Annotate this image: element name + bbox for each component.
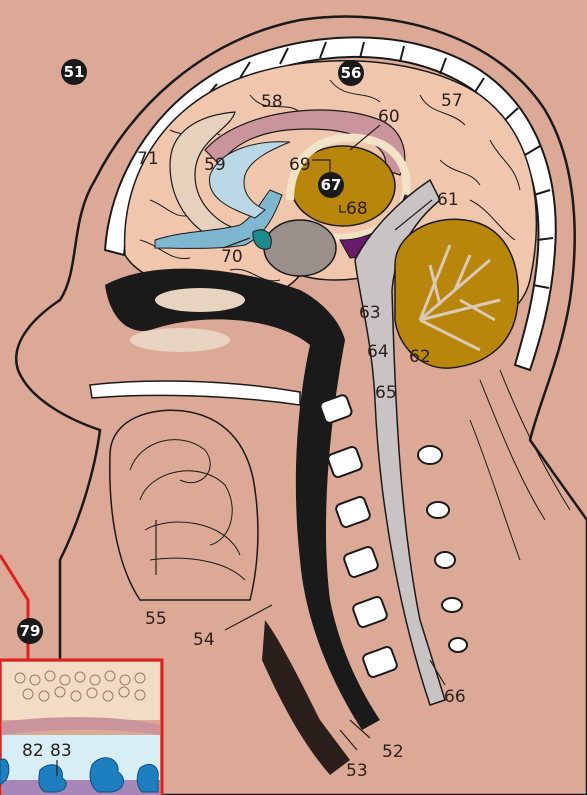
label-70: 70 <box>221 247 243 267</box>
label-55: 55 <box>145 609 167 629</box>
label-82: 82 <box>22 741 44 761</box>
tongue <box>110 410 258 600</box>
nasal-turbinate-2 <box>130 328 230 352</box>
label-57: 57 <box>441 91 463 111</box>
svg-text:67: 67 <box>321 176 342 194</box>
label-61: 61 <box>437 190 459 210</box>
label-60: 60 <box>378 107 400 127</box>
label-69: 69 <box>289 155 311 175</box>
label-59: 59 <box>204 155 226 175</box>
badge-56: 56 <box>338 60 364 86</box>
label-71: 71 <box>137 149 159 169</box>
label-53: 53 <box>346 761 368 781</box>
badge-67: 67 <box>318 172 344 198</box>
label-62: 62 <box>409 347 431 367</box>
label-68: 68 <box>346 199 368 219</box>
label-52: 52 <box>382 742 404 762</box>
label-66: 66 <box>444 687 466 707</box>
svg-text:56: 56 <box>341 64 362 82</box>
label-83: 83 <box>50 741 72 761</box>
label-65: 65 <box>375 383 397 403</box>
badge-79: 79 <box>17 618 43 644</box>
label-58: 58 <box>261 92 283 112</box>
inset-tissue <box>2 780 160 795</box>
inset-callout-line <box>0 555 28 660</box>
svg-text:51: 51 <box>64 63 85 81</box>
label-54: 54 <box>193 630 215 650</box>
svg-text:79: 79 <box>20 622 41 640</box>
label-64: 64 <box>367 342 389 362</box>
nasal-turbinate-1 <box>155 288 245 312</box>
cerebellum <box>395 219 518 368</box>
pons <box>264 220 336 276</box>
badge-51: 51 <box>61 59 87 85</box>
label-63: 63 <box>359 303 381 323</box>
